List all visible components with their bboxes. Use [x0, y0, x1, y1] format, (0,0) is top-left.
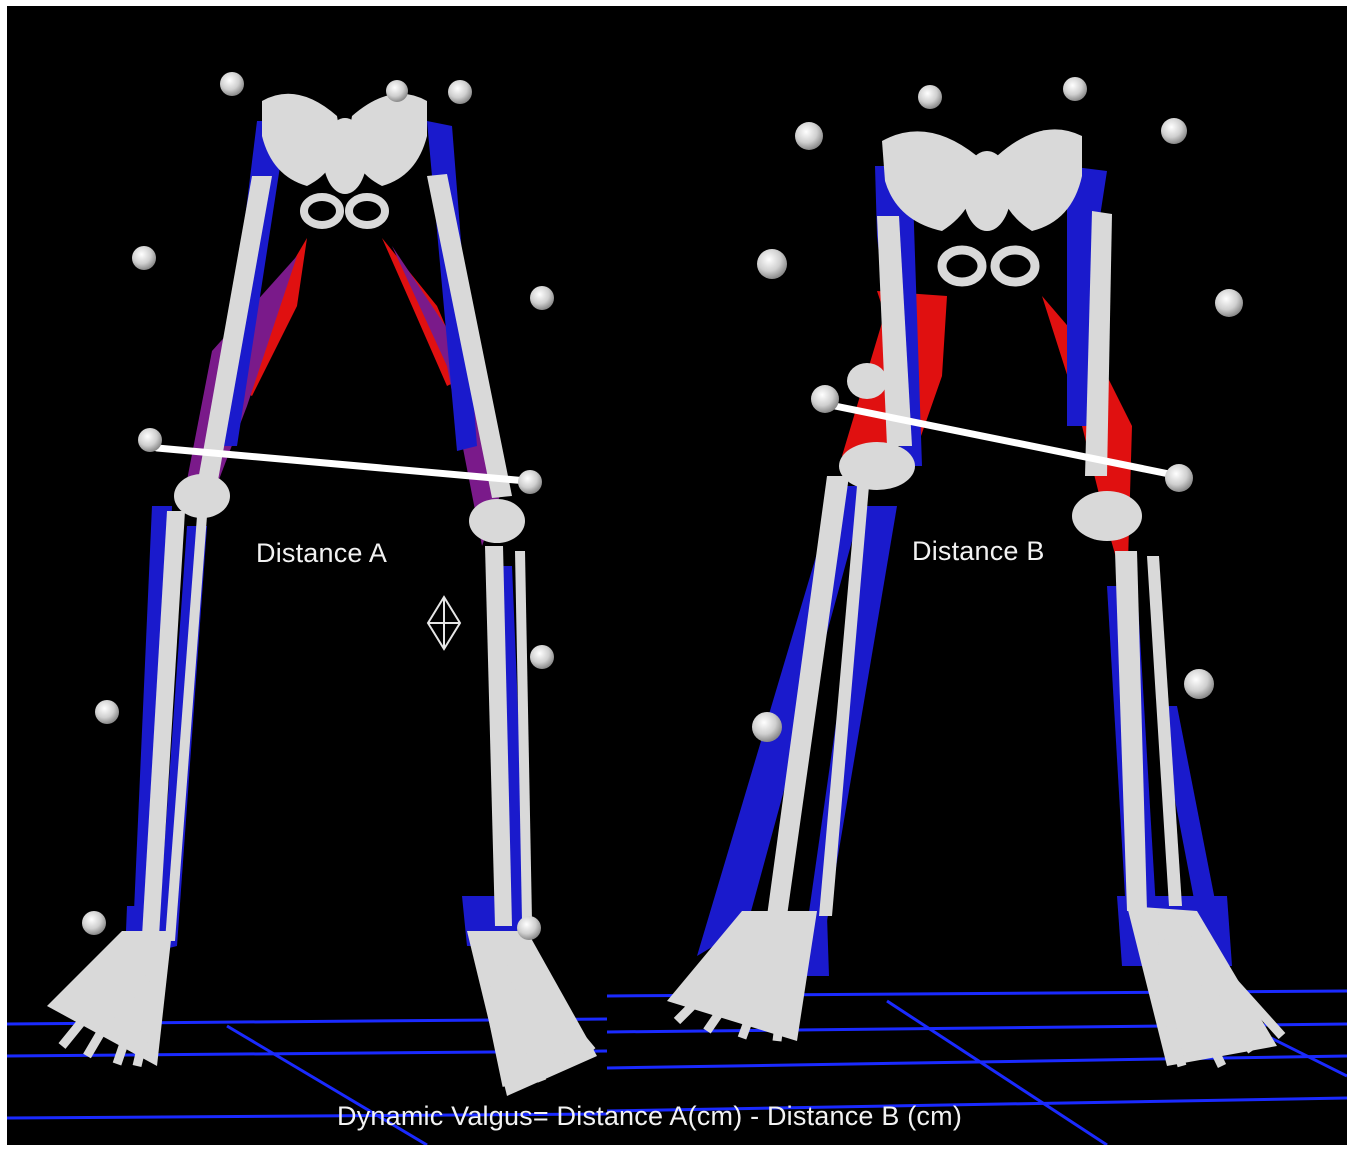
marker-sphere-icon [82, 911, 106, 935]
skeleton-scene [7, 6, 1347, 1145]
marker-sphere-icon [138, 428, 162, 452]
marker-sphere-icon [518, 470, 542, 494]
left-tibias [142, 511, 532, 941]
left-skeleton-model [47, 72, 597, 1096]
right-feet [667, 906, 1282, 1066]
marker-sphere-icon [530, 286, 554, 310]
marker-sphere-icon [386, 80, 408, 102]
marker-sphere-icon [757, 249, 787, 279]
center-of-mass-icon [428, 597, 460, 649]
marker-sphere-icon [752, 712, 782, 742]
marker-sphere-icon [1063, 77, 1087, 101]
marker-sphere-icon [448, 80, 472, 104]
left-feet [47, 931, 597, 1096]
marker-sphere-icon [95, 700, 119, 724]
left-pelvis [262, 94, 427, 225]
scene-viewport[interactable]: Distance A Distance B Dynamic Valgus= Di… [7, 6, 1347, 1145]
distance-a-label: Distance A [256, 538, 387, 569]
marker-sphere-icon [1215, 289, 1243, 317]
marker-sphere-icon [132, 246, 156, 270]
dynamic-valgus-formula: Dynamic Valgus= Distance A(cm) - Distanc… [337, 1101, 962, 1132]
marker-sphere-icon [918, 85, 942, 109]
marker-sphere-icon [795, 122, 823, 150]
marker-sphere-icon [1165, 464, 1193, 492]
marker-sphere-icon [517, 916, 541, 940]
marker-sphere-icon [1184, 669, 1214, 699]
right-skeleton-model [667, 77, 1282, 1066]
right-femurs [839, 211, 1142, 541]
distance-b-label: Distance B [912, 536, 1045, 567]
marker-sphere-icon [220, 72, 244, 96]
marker-sphere-icon [1161, 118, 1187, 144]
marker-sphere-icon [530, 645, 554, 669]
marker-sphere-icon [811, 385, 839, 413]
